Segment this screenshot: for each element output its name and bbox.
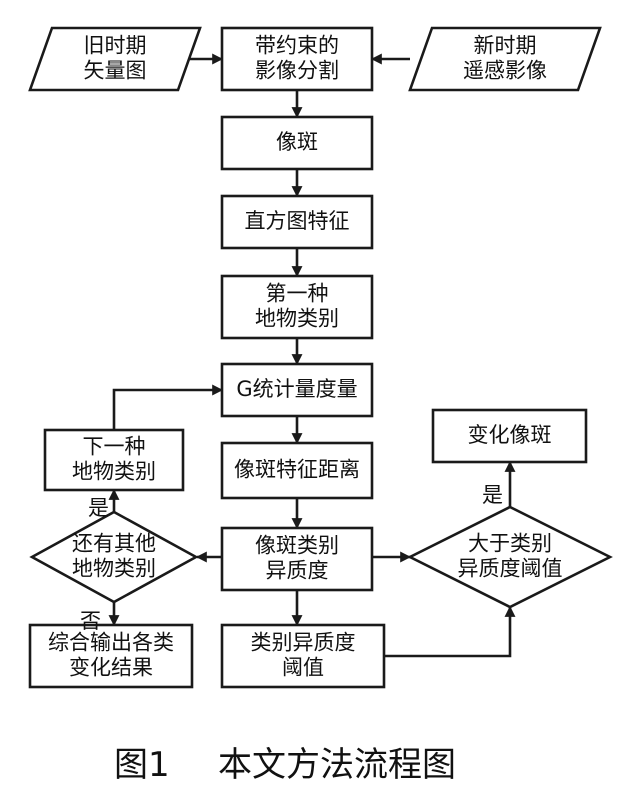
node-patch: 像斑 <box>220 115 374 171</box>
next-class-label-line-2: 地物类别 <box>72 460 156 484</box>
next-class-shape <box>43 428 185 492</box>
next-class-label-line-1: 下一种 <box>83 435 146 459</box>
changed-patch-label-line-1: 变化像斑 <box>468 423 552 447</box>
patch-feature-distance-shape <box>220 441 374 500</box>
threshold-decision-shape <box>407 505 613 609</box>
edge-labels-layer: 是否 是 <box>80 483 503 633</box>
threshold-decision-label-line-2: 异质度阈值 <box>458 557 563 581</box>
edge-label-yes-right: 是 <box>482 483 503 507</box>
patch-shape <box>220 115 374 171</box>
heterogeneity-threshold-shape <box>220 623 386 689</box>
threshold-decision-label-line-1: 大于类别 <box>468 532 552 556</box>
patch-label-line-1: 像斑 <box>276 130 318 154</box>
histogram-feature-label-line-1: 直方图特征 <box>245 209 350 233</box>
edge-label-no-left: 否 <box>80 609 101 633</box>
first-class-label-line-1: 第一种 <box>266 282 329 306</box>
new-remote-sensing-shape <box>408 26 602 92</box>
constrained-segmentation-shape <box>220 26 374 92</box>
old-vector-label-line-2: 矢量图 <box>84 59 147 83</box>
nodes-layer: 旧时期矢量图带约束的影像分割新时期遥感影像像斑直方图特征第一种地物类别G统计量度… <box>28 26 613 689</box>
new-remote-sensing-label-line-1: 新时期 <box>474 34 537 58</box>
old-vector-label-line-1: 旧时期 <box>84 34 147 58</box>
heterogeneity-threshold-label-line-2: 阈值 <box>282 656 324 680</box>
class-heterogeneity-label-line-1: 像斑类别 <box>255 534 339 558</box>
changed-patch-shape <box>431 408 588 464</box>
node-changed-patch: 变化像斑 <box>431 408 588 464</box>
constrained-segmentation-label-line-1: 带约束的 <box>255 34 339 58</box>
first-class-label-line-2: 地物类别 <box>255 307 339 331</box>
constrained-segmentation-label-line-2: 影像分割 <box>255 59 339 83</box>
edge-label-yes-left: 是 <box>88 496 109 520</box>
class-heterogeneity-shape <box>220 526 374 592</box>
edges-layer <box>108 53 516 658</box>
histogram-feature-shape <box>220 194 374 250</box>
node-g-statistic: G统计量度量 <box>220 362 374 418</box>
old-vector-shape <box>28 26 202 92</box>
output-results-label-line-1: 综合输出各类 <box>48 631 174 655</box>
class-heterogeneity-label-line-2: 异质度 <box>266 559 329 583</box>
node-histogram-feature: 直方图特征 <box>220 194 374 250</box>
other-classes-decision-label-line-1: 还有其他 <box>72 532 156 556</box>
node-patch-feature-distance: 像斑特征距离 <box>220 441 374 500</box>
output-results-shape <box>28 623 194 689</box>
figure-number: 图1 <box>114 745 170 785</box>
new-remote-sensing-label-line-2: 遥感影像 <box>463 59 547 83</box>
g-statistic-label-line-1: G统计量度量 <box>236 377 357 401</box>
g-statistic-shape <box>220 362 374 418</box>
edge-threshold-to-threshold-decision <box>384 605 516 658</box>
figure-title: 本文方法流程图 <box>218 745 456 785</box>
other-classes-decision-shape <box>29 510 199 604</box>
first-class-shape <box>220 274 374 340</box>
figure-caption: 图1 本文方法流程图 <box>114 745 456 785</box>
heterogeneity-threshold-label-line-1: 类别异质度 <box>251 631 356 655</box>
other-classes-decision-label-line-2: 地物类别 <box>72 557 156 581</box>
output-results-label-line-2: 变化结果 <box>69 656 153 680</box>
edge-next-class-to-g-statistic <box>112 384 224 430</box>
patch-feature-distance-label-line-1: 像斑特征距离 <box>234 458 360 482</box>
